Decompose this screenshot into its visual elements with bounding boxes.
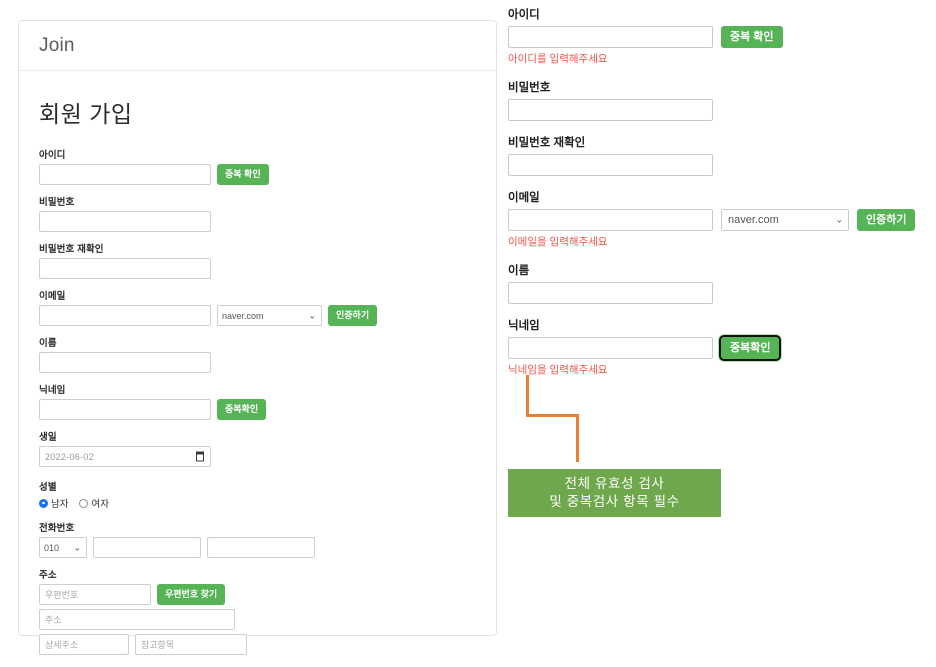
phone-prefix-select[interactable]: 010 [39,537,87,558]
detail-group-password-confirm: 비밀번호 재확인 [508,134,928,176]
label-phone: 전화번호 [39,523,75,534]
annotation-callout-box: 전체 유효성 검사 및 중복검사 항목 필수 [508,469,721,517]
annotation-connector-segment-vertical-top [526,375,529,417]
address-reference-input[interactable] [135,634,247,655]
find-zipcode-button[interactable]: 우편번호 찾기 [157,584,226,605]
field-group-userid: 아이디 중복 확인 [39,147,476,185]
nickname-input[interactable] [39,399,211,420]
phone-middle-input[interactable] [93,537,201,558]
detail-userid-duplicate-check-button[interactable]: 중복 확인 [721,26,783,48]
card-header: Join [19,21,496,71]
detail-label-password: 비밀번호 [508,82,551,94]
birthday-date-input[interactable]: 2022-06-02 [39,446,211,467]
label-name: 이름 [39,338,57,349]
detail-group-userid: 아이디 중복 확인 아이디를 입력해주세요 [508,6,928,66]
label-nickname: 닉네임 [39,385,66,396]
detail-nickname-duplicate-check-button[interactable]: 중복확인 [718,335,782,361]
error-email: 이메일을 입력해주세요 [508,236,608,248]
address-detail-input[interactable] [39,634,129,655]
gender-radio-group: 남자 여자 [39,496,476,510]
userid-input[interactable] [39,164,211,185]
detail-group-email: 이메일 naver.com ⌄ 인증하기 이메일을 입력해주세요 [508,189,928,249]
name-input[interactable] [39,352,211,373]
annotation-line-1: 전체 유효성 검사 [564,476,665,491]
password-confirm-input[interactable] [39,258,211,279]
detail-group-name: 이름 [508,262,928,304]
detail-group-nickname: 닉네임 중복확인 닉네임을 입력해주세요 [508,317,928,377]
address-input[interactable] [39,609,235,630]
field-group-phone: 전화번호 010 ⌄ [39,520,476,558]
userid-duplicate-check-button[interactable]: 중복 확인 [217,164,269,185]
email-domain-select[interactable]: naver.com [217,305,322,326]
detail-name-input[interactable] [508,282,713,304]
gender-label-female: 여자 [91,499,109,510]
nickname-duplicate-check-button[interactable]: 중복확인 [217,399,267,420]
gender-radio-female[interactable] [79,498,89,508]
calendar-icon[interactable] [195,451,205,461]
detail-label-userid: 아이디 [508,9,540,21]
label-birthday: 생일 [39,432,57,443]
join-card: Join 회원 가입 아이디 중복 확인 비밀번호 비밀번호 [18,20,497,655]
password-input[interactable] [39,211,211,232]
error-nickname: 닉네임을 입력해주세요 [508,364,608,376]
label-password: 비밀번호 [39,197,75,208]
detail-label-nickname: 닉네임 [508,320,540,332]
gender-label-male: 남자 [51,499,69,510]
label-password-confirm: 비밀번호 재확인 [39,244,104,255]
annotation-connector-segment-horizontal [526,414,579,417]
error-userid: 아이디를 입력해주세요 [508,53,608,65]
label-address: 주소 [39,570,57,581]
field-group-birthday: 생일 2022-06-02 [39,429,476,467]
field-group-password: 비밀번호 [39,194,476,232]
field-group-password-confirm: 비밀번호 재확인 [39,241,476,279]
email-input[interactable] [39,305,211,326]
detail-email-domain-select[interactable]: naver.com [721,209,849,231]
email-domain-select-wrap: naver.com ⌄ [217,305,322,326]
detail-group-password: 비밀번호 [508,79,928,121]
field-group-nickname: 닉네임 중복확인 [39,382,476,420]
detail-email-input[interactable] [508,209,713,231]
detail-label-password-confirm: 비밀번호 재확인 [508,137,586,149]
page-title: Join [39,35,75,56]
detail-password-input[interactable] [508,99,713,121]
detail-panel: 아이디 중복 확인 아이디를 입력해주세요 비밀번호 비밀번호 재확인 이메일 [508,6,928,390]
detail-label-name: 이름 [508,265,530,277]
detail-password-confirm-input[interactable] [508,154,713,176]
detail-email-domain-select-wrap: naver.com ⌄ [721,209,849,231]
annotation-connector-segment-vertical-bottom [576,414,579,462]
detail-label-email: 이메일 [508,192,540,204]
gender-radio-male[interactable] [39,498,48,508]
label-userid: 아이디 [39,150,66,161]
field-group-email: 이메일 naver.com ⌄ 인증하기 [39,288,476,326]
detail-email-verify-button[interactable]: 인증하기 [857,209,916,231]
label-gender: 성별 [39,482,57,493]
card-body: 회원 가입 아이디 중복 확인 비밀번호 비밀번호 재확인 [19,71,496,667]
form-heading: 회원 가입 [39,101,133,127]
email-verify-button[interactable]: 인증하기 [328,305,378,326]
label-email: 이메일 [39,291,66,302]
field-group-name: 이름 [39,335,476,373]
field-group-gender: 성별 남자 여자 [39,479,476,510]
phone-last-input[interactable] [207,537,315,558]
annotation-line-2: 및 중복검사 항목 필수 [549,494,680,509]
detail-nickname-input[interactable] [508,337,713,359]
field-group-address: 주소 우편번호 찾기 [39,567,476,655]
zipcode-input[interactable] [39,584,151,605]
detail-userid-input[interactable] [508,26,713,48]
phone-prefix-select-wrap: 010 ⌄ [39,537,87,558]
birthday-value: 2022-06-02 [45,451,95,462]
